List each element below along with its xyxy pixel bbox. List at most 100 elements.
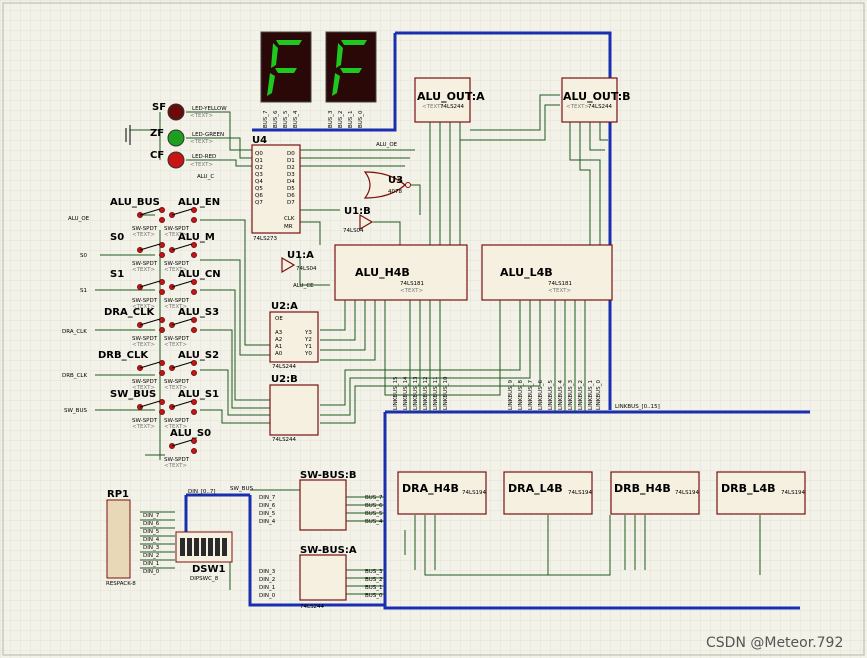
svg-text:<TEXT>: <TEXT> [422,104,445,110]
switch-icon[interactable] [169,438,197,454]
linkbus-label: LINKBUS_3 [568,380,574,410]
svg-text:DIN_6: DIN_6 [259,503,276,509]
svg-text:BUS_7: BUS_7 [365,495,383,501]
svg-text:BUS_5: BUS_5 [283,110,289,128]
svg-text:Q6: Q6 [255,193,263,199]
svg-text:BUS_1: BUS_1 [365,585,383,591]
switch-icon[interactable] [137,360,165,376]
svg-text:DIN_7: DIN_7 [259,495,276,501]
switch-icon[interactable] [137,399,165,415]
switch-alu-m[interactable]: ALU_MSW-SPDT<TEXT> [164,232,215,273]
switch-part: SW-SPDT [132,298,158,304]
linkbus-label: LINKBUS_11 [433,377,439,410]
svg-text:U2:B: U2:B [271,374,298,385]
chip-sw-bus-a[interactable]: SW-BUS:A DIN_3 DIN_2 DIN_1 DIN_0 BUS_3 B… [259,545,383,610]
svg-text:74LS244: 74LS244 [440,104,465,110]
gate-u1a[interactable]: U1:A 74LS04 [281,250,317,274]
switch-icon[interactable] [169,242,197,258]
svg-text:<TEXT>: <TEXT> [190,139,213,145]
switch-icon[interactable] [169,317,197,333]
svg-text:74LS244: 74LS244 [588,104,613,110]
switch-icon[interactable] [169,207,197,223]
switch-text-placeholder: <TEXT> [164,232,187,238]
switch-icon[interactable] [137,317,165,333]
switch-text-placeholder: <TEXT> [132,385,155,391]
net-label-alu-oe-top: ALU_OE [376,142,398,148]
led-icon [167,103,185,121]
svg-text:Y0: Y0 [304,351,312,357]
chip-alu-out-a[interactable]: ALU_OUT:A 74LS244 <TEXT> [414,77,485,123]
svg-text:<TEXT>: <TEXT> [566,104,589,110]
switch-label: ALU_BUS [110,197,160,208]
switch-label: ALU_EN [178,197,220,208]
chip-dra-h4b[interactable]: DRA_H4B 74LS194 [397,471,487,515]
chip-rp1[interactable]: RP1 RESPACK-8 DIN_7 DIN_6 DIN_5 DIN_4 DI… [106,489,160,587]
chip-drb-h4b[interactable]: DRB_H4B 74LS194 [610,471,700,515]
svg-text:A3: A3 [275,330,283,336]
chip-dra-l4b[interactable]: DRA_L4B 74LS194 [503,471,593,515]
switch-label: ALU_S0 [170,428,211,439]
chip-alu-h4b[interactable]: ALU_H4B 74LS181 <TEXT> [334,244,468,301]
switch-part: SW-SPDT [164,226,190,232]
svg-text:RESPACK-8: RESPACK-8 [106,581,136,587]
switch-icon[interactable] [169,279,197,295]
switch-text-placeholder: <TEXT> [164,463,187,469]
svg-text:BUS_4: BUS_4 [293,110,299,128]
switch-icon[interactable] [169,399,197,415]
led-sf[interactable]: SF LED-YELLOW <TEXT> [152,102,227,121]
svg-text:U3: U3 [388,175,403,186]
svg-text:OE: OE [275,316,283,322]
svg-text:DRA_H4B: DRA_H4B [402,482,459,495]
net-label-alu-ce: ALU_CE [293,283,314,289]
gate-u3[interactable]: U3 4078 [363,171,411,199]
svg-text:SW_BUS: SW_BUS [230,486,253,492]
chip-u4[interactable]: U4 74LS273 Q0 Q1 Q2 Q3 Q4 Q5 Q6 Q7 D0 D1… [251,135,301,242]
chip-alu-out-b[interactable]: ALU_OUT:B 74LS244 <TEXT> [561,77,631,123]
chip-drb-l4b[interactable]: DRB_L4B 74LS194 [716,471,806,515]
svg-text:74LS181: 74LS181 [400,281,424,287]
svg-text:BUS_1: BUS_1 [348,110,354,128]
svg-text:Q4: Q4 [255,179,263,185]
switch-icon[interactable] [137,207,165,223]
switch-icon[interactable] [137,279,165,295]
chip-u2b[interactable]: U2:B 74LS244 [269,374,319,443]
net-label-linkbus: LINKBUS_[0..15] [615,404,660,410]
switch-icon[interactable] [169,360,197,376]
chip-u2a[interactable]: U2:A OE A3 A2 A1 A0 Y3 Y2 Y1 Y0 74LS244 [269,301,319,370]
svg-text:DRA_CLK: DRA_CLK [62,329,87,335]
led-icon [167,129,185,147]
svg-text:D1: D1 [287,158,295,164]
svg-text:DIN_4: DIN_4 [143,537,160,543]
svg-text:Y2: Y2 [304,337,312,343]
switch-part: SW-SPDT [164,336,190,342]
gate-u1b[interactable]: U1:B 74LS04 [343,206,374,234]
led-zf[interactable]: ZF LED-GREEN <TEXT> [150,128,224,147]
svg-text:DRB_CLK: DRB_CLK [62,373,87,379]
svg-text:SW_BUS: SW_BUS [64,408,87,414]
chip-alu-l4b[interactable]: ALU_L4B 74LS181 <TEXT> [481,244,613,301]
switch-icon[interactable] [137,242,165,258]
chip-dsw1[interactable]: DSW1 DIPSWC_8 DIN_[0..7] [175,489,233,582]
svg-text:DIN_1: DIN_1 [143,561,159,567]
svg-text:DIN_3: DIN_3 [143,545,160,551]
svg-text:SW-BUS:A: SW-BUS:A [300,545,357,556]
led-cf[interactable]: CF LED-RED <TEXT> [150,150,216,169]
switch-label: DRB_CLK [98,350,149,361]
chip-sw-bus-b[interactable]: SW-BUS:B DIN_7 DIN_6 DIN_5 DIN_4 BUS_7 B… [259,470,383,531]
svg-text:74LS194: 74LS194 [462,490,487,496]
switch-alu-en[interactable]: ALU_EN SW-SPDT<TEXT> [164,197,220,238]
svg-text:DIN_6: DIN_6 [143,521,160,527]
